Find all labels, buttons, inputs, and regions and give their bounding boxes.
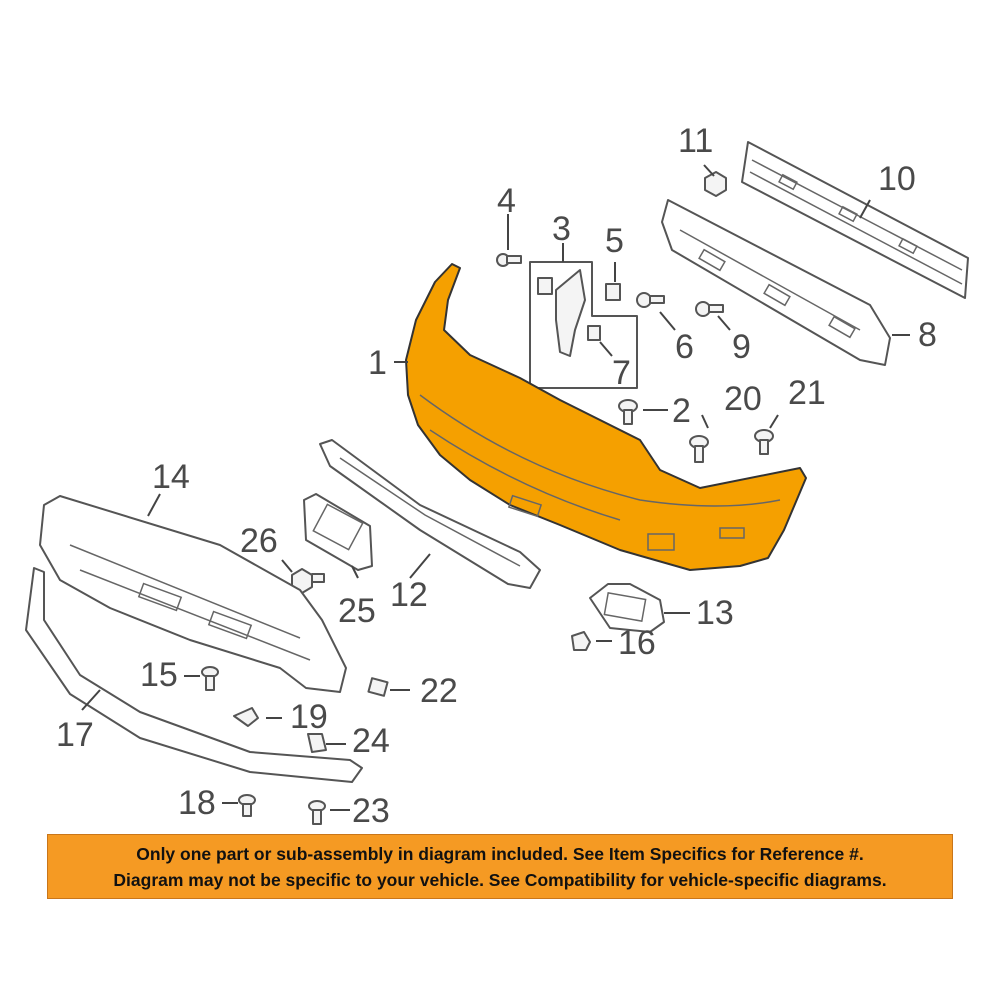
callout-24: 24 bbox=[352, 722, 390, 760]
callout-16: 16 bbox=[618, 624, 656, 662]
callout-25: 25 bbox=[338, 592, 376, 630]
license-bracket-part bbox=[303, 493, 373, 571]
pushpin-20 bbox=[689, 435, 709, 463]
callout-labels: 1 2 3 4 5 6 7 8 9 10 11 12 13 14 15 16 1… bbox=[56, 122, 937, 830]
callout-22: 22 bbox=[420, 672, 458, 710]
clip-16 bbox=[571, 631, 591, 651]
nut-11 bbox=[704, 171, 727, 197]
callout-8: 8 bbox=[918, 316, 937, 354]
lower-deflector-part bbox=[25, 567, 363, 783]
energy-absorber-part bbox=[661, 199, 891, 366]
callout-17: 17 bbox=[56, 716, 94, 754]
callout-20: 20 bbox=[724, 380, 762, 418]
clip-24 bbox=[307, 733, 327, 753]
bolt-4 bbox=[496, 253, 522, 267]
bolt-6 bbox=[636, 292, 665, 308]
bracket-assembly-part bbox=[529, 261, 638, 389]
pushpin-21 bbox=[754, 429, 774, 455]
bumper-cover-highlight bbox=[405, 263, 807, 571]
undertray-part bbox=[39, 495, 347, 693]
callout-11: 11 bbox=[678, 122, 713, 160]
pin-15 bbox=[201, 666, 219, 691]
nut-26 bbox=[291, 568, 325, 594]
callout-7: 7 bbox=[612, 354, 631, 392]
callout-19: 19 bbox=[290, 698, 328, 736]
clip-19 bbox=[233, 707, 259, 727]
notice-banner: Only one part or sub-assembly in diagram… bbox=[47, 834, 953, 899]
rivet-9 bbox=[695, 301, 724, 317]
callout-18: 18 bbox=[178, 784, 216, 822]
callout-6: 6 bbox=[675, 328, 694, 366]
grille-part bbox=[319, 439, 541, 589]
notice-line-2: Diagram may not be specific to your vehi… bbox=[113, 869, 887, 890]
leader-lines bbox=[81, 164, 910, 811]
bolt-2 bbox=[618, 399, 638, 425]
nut-22 bbox=[367, 677, 389, 697]
callout-13: 13 bbox=[696, 594, 734, 632]
callout-2: 2 bbox=[672, 392, 691, 430]
bolt-23 bbox=[308, 800, 326, 825]
callout-4: 4 bbox=[497, 182, 516, 220]
callout-1: 1 bbox=[368, 344, 387, 382]
callout-10: 10 bbox=[878, 160, 916, 198]
callout-5: 5 bbox=[605, 222, 624, 260]
bolt-18 bbox=[238, 794, 256, 817]
callout-21: 21 bbox=[788, 374, 826, 412]
clip-5 bbox=[605, 283, 621, 301]
notice-line-1: Only one part or sub-assembly in diagram… bbox=[136, 843, 864, 864]
callout-12: 12 bbox=[390, 576, 428, 614]
fog-lamp-bezel-part bbox=[589, 583, 665, 633]
callout-26: 26 bbox=[240, 522, 278, 560]
callout-9: 9 bbox=[732, 328, 751, 366]
callout-15: 15 bbox=[140, 656, 178, 694]
reinforcement-bar-part bbox=[741, 141, 969, 299]
bumper-cover-part bbox=[405, 263, 807, 571]
callout-23: 23 bbox=[352, 792, 390, 830]
callout-14: 14 bbox=[152, 458, 190, 496]
callout-3: 3 bbox=[552, 210, 571, 248]
